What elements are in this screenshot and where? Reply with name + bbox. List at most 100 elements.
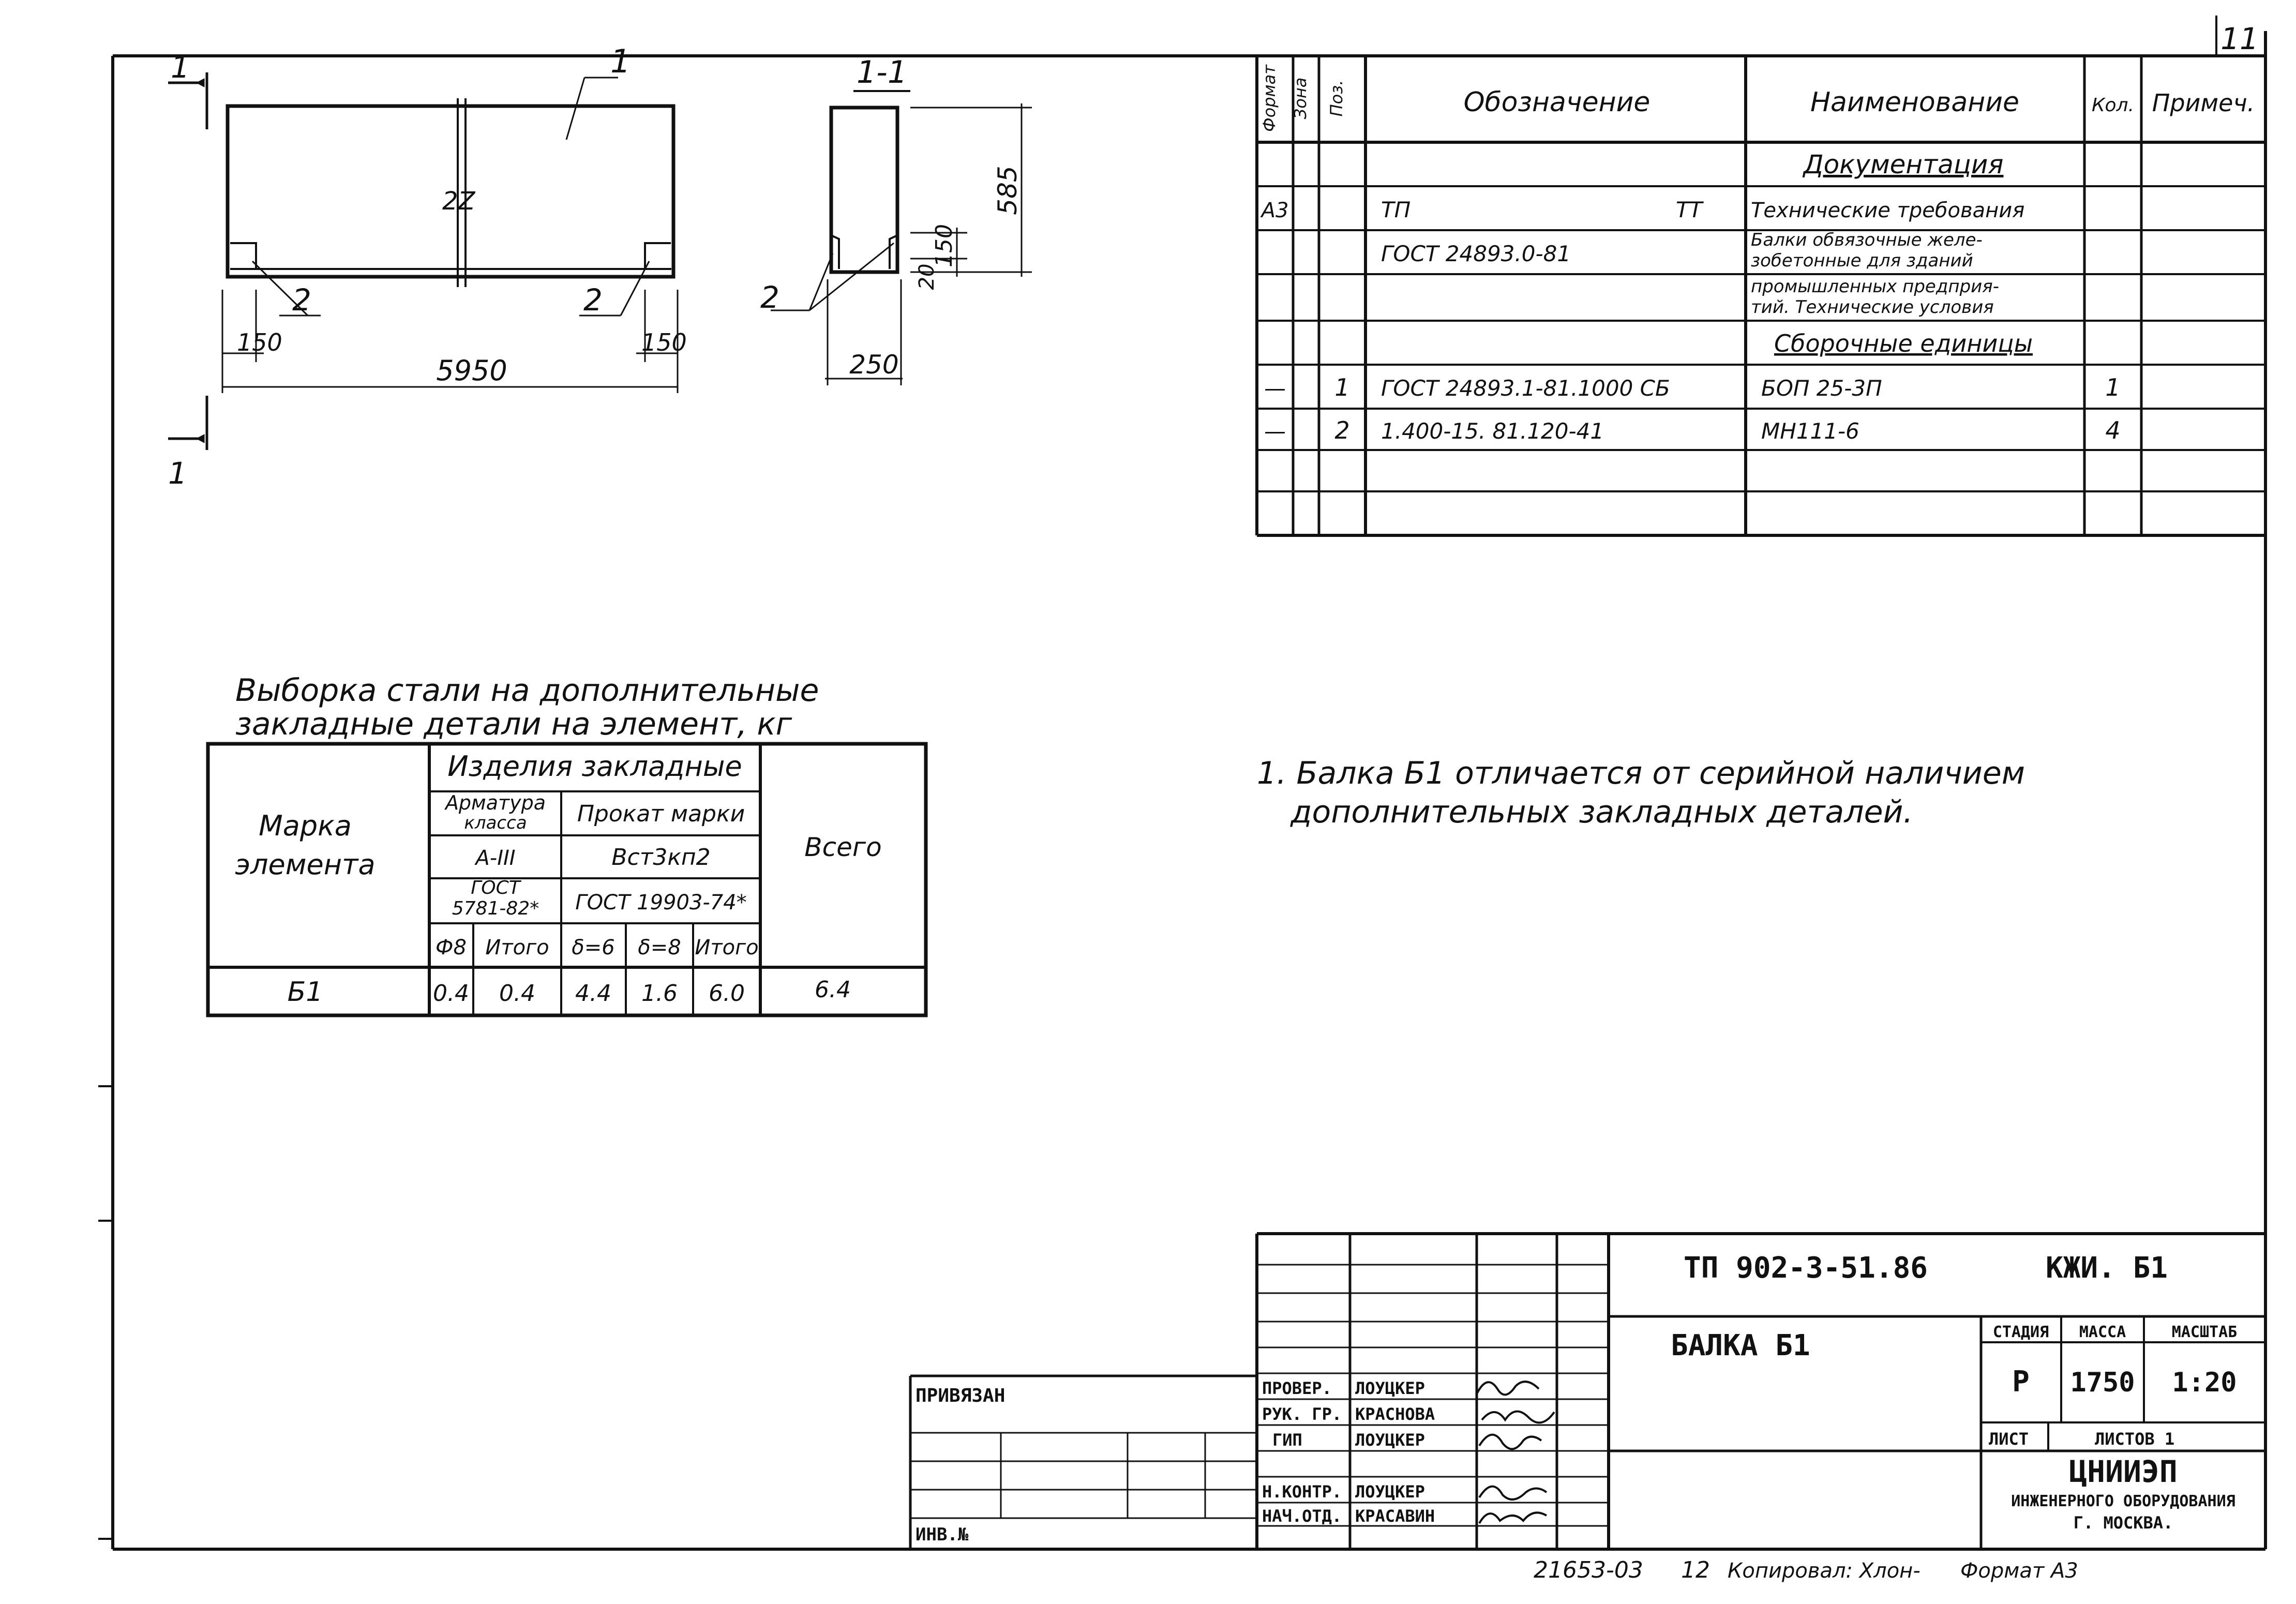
position-2-label-left: 2 bbox=[292, 282, 311, 318]
steel-subheader: Ф8 bbox=[436, 936, 467, 960]
steel-subheader: δ=8 bbox=[638, 936, 681, 960]
position-2-label-section: 2 bbox=[760, 280, 779, 315]
spec-row-designation: ГОСТ 24893.0-81 bbox=[1381, 241, 1571, 266]
sheet-sequence: 12 bbox=[1681, 1557, 1710, 1583]
position-1-label: 1 bbox=[610, 42, 631, 80]
signature-role: ГИП bbox=[1272, 1430, 1302, 1450]
steel-header-group: Изделия закладные bbox=[447, 750, 742, 783]
project-code: ТП 902-3-51.86 bbox=[1684, 1251, 1928, 1285]
signature-name: КРАСНОВА bbox=[1355, 1404, 1435, 1424]
steel-row-value: 4.4 bbox=[575, 980, 611, 1007]
spec-table-header: Формат Зона Поз. Обозначение Наименовани… bbox=[1259, 64, 2255, 132]
signature-name: ЛОУЦКЕР bbox=[1355, 1430, 1425, 1450]
spec-row-designation: ТП bbox=[1381, 197, 1410, 222]
archive-number: 21653-03 bbox=[1534, 1557, 1643, 1583]
dim-section-width: 250 bbox=[849, 350, 898, 380]
dim-end-150-left: 150 bbox=[237, 328, 282, 356]
signature-role: ПРОВЕР. bbox=[1262, 1378, 1332, 1398]
paper-format: Формат А3 bbox=[1960, 1559, 2078, 1583]
steel-header-rebar-gost-2: 5781-82* bbox=[452, 898, 539, 919]
mass-header: МАССА bbox=[2079, 1323, 2126, 1341]
title-block-grid bbox=[909, 1232, 2265, 1549]
spec-header-pos: Поз. bbox=[1327, 80, 1346, 117]
stage-value: Р bbox=[2012, 1365, 2030, 1399]
spec-row-designation-suffix: ТТ bbox=[1676, 197, 1704, 222]
dim-section-height: 585 bbox=[993, 166, 1023, 215]
spec-row-pos: 1 bbox=[1334, 373, 1349, 401]
stage-header: СТАДИЯ bbox=[1993, 1323, 2049, 1341]
spec-row-designation: 1.400-15. 81.120-41 bbox=[1381, 418, 1604, 444]
drawing-mark: КЖИ. Б1 bbox=[2046, 1251, 2168, 1285]
spec-row-qty: 4 bbox=[2105, 416, 2120, 444]
signature-role: НАЧ.ОТД. bbox=[1262, 1506, 1342, 1526]
spec-header-designation: Обозначение bbox=[1464, 87, 1650, 118]
organization-name: ЦНИИЭП bbox=[2069, 1454, 2178, 1489]
steel-row-total: 6.4 bbox=[815, 977, 851, 1003]
steel-subheader: δ=6 bbox=[572, 936, 614, 960]
spec-header-zone: Зона bbox=[1290, 78, 1310, 119]
sheets-total-label: ЛИСТОВ 1 bbox=[2095, 1429, 2174, 1449]
beam-elevation bbox=[168, 72, 679, 450]
steel-header-rebar-2: класса bbox=[464, 813, 527, 833]
mass-value: 1750 bbox=[2070, 1367, 2135, 1398]
dim-section-150: 150 bbox=[931, 224, 957, 267]
steel-table-header: Марка элемента Изделия закладные Арматур… bbox=[235, 750, 881, 960]
spec-row-name: промышленных предприя- bbox=[1751, 276, 1999, 297]
steel-header-rebar-class: А-III bbox=[474, 846, 515, 870]
spec-row-name-line2: зобетонные для зданий bbox=[1751, 250, 1973, 271]
spec-row-name: МН111-6 bbox=[1761, 418, 1859, 444]
footer: 21653-03 12 Копировал: Хлон- Формат А3 bbox=[1534, 1557, 2078, 1583]
spec-row-name: Балки обвязочные желе- bbox=[1751, 230, 1983, 250]
steel-header-element: Марка bbox=[259, 810, 352, 842]
steel-header-rolled: Прокат марки bbox=[577, 801, 745, 827]
section-mark-bottom: 1 bbox=[168, 456, 187, 491]
spec-row-pos: 2 bbox=[1334, 416, 1349, 444]
organization-city: Г. МОСКВА. bbox=[2074, 1513, 2173, 1533]
sheet-number: 11 bbox=[2220, 21, 2259, 56]
spec-header-qty: Кол. bbox=[2092, 95, 2134, 116]
inventory-number-label: ИНВ.№ bbox=[916, 1524, 969, 1545]
sheet-frame bbox=[98, 16, 2267, 1551]
steel-header-rebar: Арматура bbox=[444, 791, 546, 814]
dim-end-150-right: 150 bbox=[641, 328, 687, 356]
signature-role: Н.КОНТР. bbox=[1262, 1482, 1342, 1502]
steel-table-title-line2: закладные детали на элемент, кг bbox=[235, 706, 792, 742]
spec-row-name-line2: тий. Технические условия bbox=[1751, 297, 1994, 318]
dim-overall-length: 5950 bbox=[436, 354, 507, 387]
spec-row-name: БОП 25-3П bbox=[1761, 376, 1882, 401]
privyazan-label: ПРИВЯЗАН bbox=[916, 1385, 1005, 1406]
spec-header-format: Формат bbox=[1259, 64, 1279, 132]
beam-height-label: 2Z bbox=[442, 187, 476, 216]
steel-subheader: Итого bbox=[485, 936, 549, 960]
spec-table-grid bbox=[1255, 56, 2265, 537]
section-1-1 bbox=[771, 90, 1032, 385]
signature-name: ЛОУЦКЕР bbox=[1355, 1482, 1425, 1502]
organization-subtitle: ИНЖЕНЕРНОГО ОБОРУДОВАНИЯ bbox=[2011, 1492, 2235, 1510]
signature-scribbles bbox=[1476, 1381, 1555, 1524]
spec-row-format: А3 bbox=[1260, 199, 1289, 222]
scale-value: 1:20 bbox=[2172, 1367, 2237, 1398]
steel-row-value: 0.4 bbox=[499, 980, 535, 1007]
signature-name: КРАСАВИН bbox=[1355, 1506, 1435, 1526]
copied-by: Копировал: Хлон- bbox=[1728, 1559, 1920, 1583]
steel-table-grid bbox=[206, 742, 928, 1017]
spec-header-name: Наименование bbox=[1810, 87, 2019, 118]
steel-header-rolled-gost: ГОСТ 19903-74* bbox=[575, 891, 746, 915]
note-line-2: дополнительных закладных деталей. bbox=[1290, 794, 1913, 830]
spec-header-note: Примеч. bbox=[2152, 89, 2255, 117]
dim-section-20: 20 bbox=[915, 264, 939, 290]
steel-header-rolled-grade: Вст3кп2 bbox=[611, 844, 710, 871]
position-2-label-right: 2 bbox=[583, 282, 603, 318]
spec-table-body: Документация А3 ТП ТТ Технические требов… bbox=[1260, 149, 2121, 444]
note-line-1: 1. Балка Б1 отличается от серийной налич… bbox=[1257, 755, 2025, 791]
steel-table-row: Б1 0.4 0.4 4.4 1.6 6.0 6.4 bbox=[288, 977, 851, 1008]
spec-row-designation: ГОСТ 24893.1-81.1000 СБ bbox=[1381, 376, 1670, 401]
steel-row-element: Б1 bbox=[288, 977, 323, 1008]
sheet-label: ЛИСТ bbox=[1989, 1429, 2029, 1449]
spec-row-format: — bbox=[1264, 418, 1286, 444]
steel-table-title-line1: Выборка стали на дополнительные bbox=[235, 672, 819, 709]
steel-header-rebar-gost: ГОСТ bbox=[471, 877, 522, 898]
steel-header-element-2: элемента bbox=[235, 848, 375, 881]
steel-row-value: 0.4 bbox=[433, 980, 469, 1007]
drawing-name: БАЛКА Б1 bbox=[1671, 1329, 1810, 1362]
